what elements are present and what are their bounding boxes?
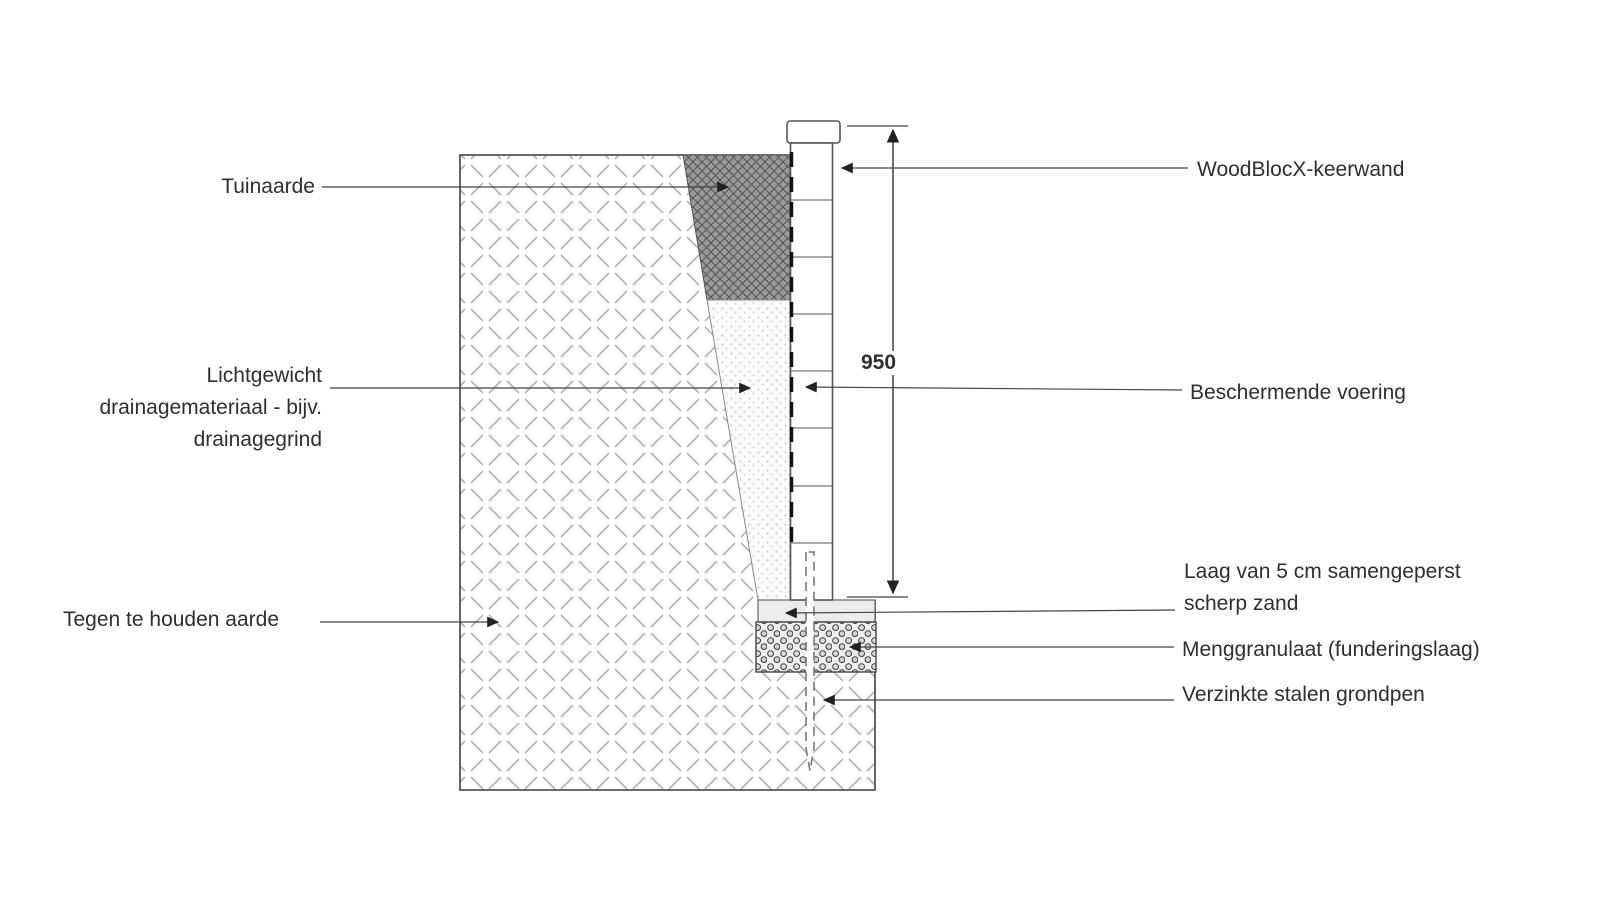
woodblocx-wall <box>786 120 841 601</box>
voering-arrow <box>804 381 1183 393</box>
label-keerwand: WoodBlocX-keerwand <box>1197 158 1405 181</box>
wall-block-joints <box>790 199 833 544</box>
label-tuinaarde: Tuinaarde <box>221 175 315 198</box>
zand-arrow <box>784 607 1176 619</box>
label-grondpen: Verzinkte stalen grondpen <box>1182 683 1425 706</box>
label-drainage-line3: drainagegrind <box>193 428 322 451</box>
label-sand: Laag van 5 cm samengeperst scherp zand <box>1184 556 1544 620</box>
sand-layer <box>757 599 876 623</box>
label-retained-earth: Tegen te houden aarde <box>63 608 280 631</box>
label-sand-line2: scherp zand <box>1184 592 1299 615</box>
label-voering: Beschermende voering <box>1190 381 1406 404</box>
earth-outline <box>459 154 876 791</box>
label-sand-line1: Laag van 5 cm samengeperst <box>1184 560 1461 583</box>
label-granulaat: Menggranulaat (funderingslaag) <box>1182 638 1480 661</box>
label-drainage-line1: Lichtgewicht <box>206 364 322 387</box>
ground-pin <box>805 551 815 772</box>
dimension-value: 950 <box>858 351 900 375</box>
label-drainage: Lichtgewicht drainagemateriaal - bijv. d… <box>40 360 322 456</box>
label-drainage-line2: drainagemateriaal - bijv. <box>99 396 322 419</box>
retained-earth-hatch <box>460 155 875 790</box>
wall-cap-block <box>786 120 841 144</box>
